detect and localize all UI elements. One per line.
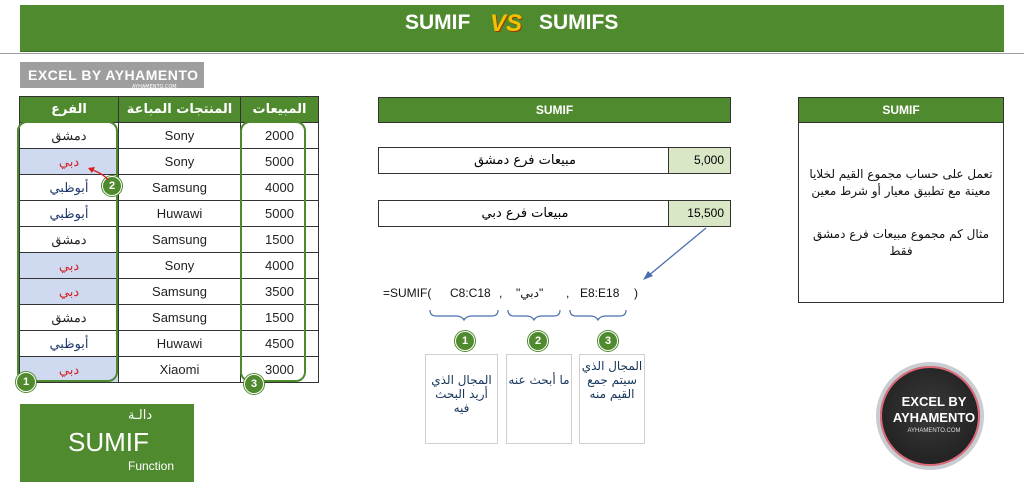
formula-end: ) <box>634 286 638 300</box>
table-row: أبوظبي Huwawi 4500 <box>19 330 319 357</box>
label-dubai-sales: مبيعات فرع دبي <box>481 206 569 221</box>
marker-two-badge: 2 <box>102 176 122 196</box>
example-text: مثال كم مجموع مبيعات فرع دمشق فقط <box>812 227 990 258</box>
title-banner <box>20 5 1004 52</box>
middle-header: SUMIF <box>378 97 731 123</box>
argument-one-badge: 1 <box>455 331 475 351</box>
header-products: المنتجات المباعة <box>118 96 241 123</box>
description-box <box>798 122 1004 303</box>
formula-range: C8:C18 <box>450 286 491 300</box>
cell-branch[interactable]: دبي <box>19 148 119 175</box>
cell-product[interactable]: Huwawi <box>118 200 241 227</box>
vs-badge: VS <box>490 10 523 37</box>
note-range: المجال الذي أريد البحث فيه <box>425 354 498 444</box>
logo-line-3: AYHAMENTO.COM <box>907 428 961 434</box>
formula-start: =SUMIF( <box>383 286 432 300</box>
cell-product[interactable]: Huwawi <box>118 330 241 357</box>
table-row: دبي Sony 5000 <box>19 148 319 175</box>
description-text: تعمل على حساب مجموع القيم لخلايا معينة م… <box>809 167 993 198</box>
cell-product[interactable]: Sony <box>118 252 241 279</box>
cell-product[interactable]: Samsung <box>118 226 241 253</box>
table-header-row: الفرع المنتجات المباعة المبيعات <box>19 96 319 123</box>
banner-right-title: SUMIFS <box>539 11 619 34</box>
note-sum-range: المجال الذي سيتم جمع القيم منه <box>579 354 645 444</box>
cell-branch[interactable]: دمشق <box>19 122 119 149</box>
banner-left-title: SUMIF <box>405 11 471 34</box>
header-sales: المبيعات <box>240 96 319 123</box>
formula-criteria: "دبي" <box>516 286 544 300</box>
function-arabic-label: دالـة <box>128 408 153 423</box>
function-name-label: SUMIF <box>68 427 149 457</box>
cell-product[interactable]: Samsung <box>118 278 241 305</box>
argument-two-badge: 2 <box>528 331 548 351</box>
cell-branch[interactable]: أبوظبي <box>19 330 119 357</box>
header-branch: الفرع <box>19 96 119 123</box>
value-damascus-sales[interactable]: 5,000 <box>668 148 730 173</box>
brand-label: EXCEL BY AYHAMENTO <box>20 62 204 88</box>
marker-three-badge: 3 <box>244 374 264 394</box>
cell-product[interactable]: Samsung <box>118 304 241 331</box>
argument-three-badge: 3 <box>598 331 618 351</box>
argument-braces <box>429 309 627 322</box>
logo-line-1: EXCEL BY <box>901 394 967 409</box>
cell-product[interactable]: Xiaomi <box>118 356 241 383</box>
cell-branch[interactable]: دبي <box>19 252 119 279</box>
brand-sub-label: AYHAMENTO.COM <box>132 84 177 90</box>
function-sub-label: Function <box>128 459 175 473</box>
table-row: دمشق Sony 2000 <box>19 122 319 149</box>
brand-logo <box>876 362 984 470</box>
label-damascus-sales: مبيعات فرع دمشق <box>474 153 576 168</box>
formula-comma-2: , <box>566 286 570 300</box>
cell-product[interactable]: Samsung <box>118 174 241 201</box>
cell-branch[interactable]: دبي <box>19 278 119 305</box>
pointer-arrow-icon <box>643 227 707 280</box>
cell-product[interactable]: Sony <box>118 148 241 175</box>
sales-table: الفرع المنتجات المباعة المبيعات دمشق Son… <box>19 96 319 383</box>
formula-sum-range: E8:E18 <box>580 286 620 300</box>
cell-product[interactable]: Sony <box>118 122 241 149</box>
marker-one-badge: 1 <box>16 372 36 392</box>
right-header: SUMIF <box>798 97 1004 123</box>
sales-range-highlight <box>240 121 306 382</box>
value-dubai-sales[interactable]: 15,500 <box>668 201 730 226</box>
cell-branch[interactable]: أبوظبي <box>19 200 119 227</box>
logo-line-2: AYHAMENTO <box>892 410 976 425</box>
function-label-box <box>20 404 194 482</box>
formula-comma-1: , <box>499 286 503 300</box>
note-criteria: ما أبحث عنه <box>506 354 572 444</box>
branch-range-highlight <box>17 121 118 382</box>
arrow-icon <box>88 167 109 181</box>
divider-line <box>0 53 1024 54</box>
